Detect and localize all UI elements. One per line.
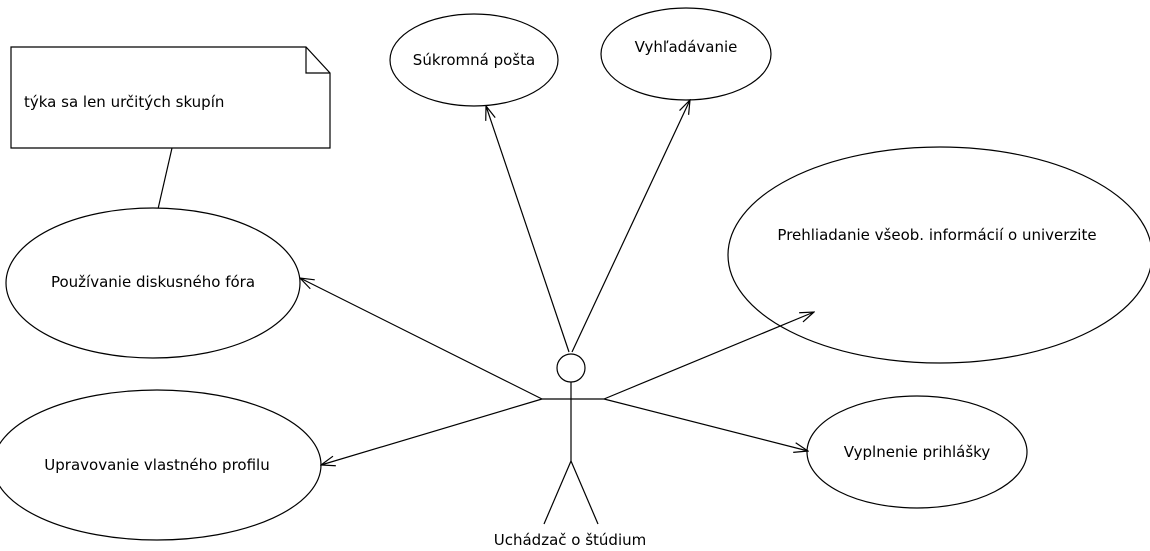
use-case-forum[interactable]: Používanie diskusného fóra xyxy=(5,207,301,359)
association-search xyxy=(571,100,690,353)
use-case-profile-label: Upravovanie vlastného profilu xyxy=(44,456,269,474)
use-case-search-label: Vyhľadávanie xyxy=(635,38,738,56)
use-case-info[interactable]: Prehliadanie všeob. informácií o univerz… xyxy=(727,146,1150,364)
note: týka sa len určitých skupín xyxy=(10,46,331,149)
note-text: týka sa len určitých skupín xyxy=(24,93,224,111)
use-case-mail[interactable]: Súkromná pošta xyxy=(389,13,559,107)
use-case-application-label: Vyplnenie prihlášky xyxy=(844,443,991,461)
association-profile xyxy=(321,398,543,465)
association-info xyxy=(603,312,814,400)
actor-figure[interactable] xyxy=(542,353,604,525)
use-case-search[interactable]: Vyhľadávanie xyxy=(600,7,772,101)
use-case-forum-label: Používanie diskusného fóra xyxy=(51,273,255,291)
association-forum xyxy=(300,278,543,400)
association-application xyxy=(603,398,808,451)
actor-head xyxy=(556,353,586,383)
actor-label: Uchádzač o štúdium xyxy=(494,531,646,549)
note-connector xyxy=(157,147,173,210)
use-case-profile[interactable]: Upravovanie vlastného profilu xyxy=(0,389,322,541)
use-case-application[interactable]: Vyplnenie prihlášky xyxy=(806,395,1028,509)
use-case-mail-label: Súkromná pošta xyxy=(413,51,535,69)
use-case-info-label: Prehliadanie všeob. informácií o univerz… xyxy=(777,226,1096,244)
association-mail xyxy=(486,106,570,353)
